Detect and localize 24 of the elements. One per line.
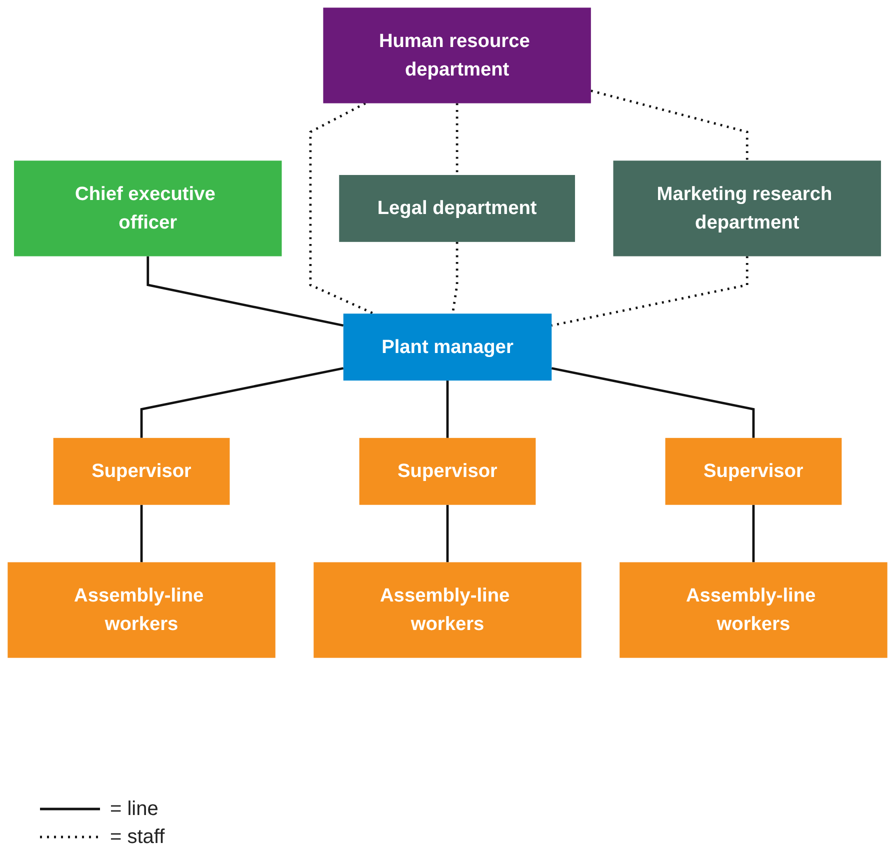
connector [140,367,344,438]
connector [551,367,755,438]
node-box: Marketing research department [613,160,881,256]
node-box: Legal department [339,174,575,242]
node-box: Human resource department [323,8,591,104]
node-box: Plant manager [343,314,552,381]
connector [752,504,755,562]
legend-text: = staff [110,826,165,848]
node-box: Supervisor [53,438,230,505]
node-box: Chief executive officer [14,160,282,256]
node-box: Assembly-line workers [620,562,888,658]
node-box: Supervisor [359,438,536,505]
connector [446,504,449,562]
connector [140,504,143,562]
connector [551,256,748,327]
node-box: Supervisor [665,438,842,505]
connector [309,102,374,315]
connector [590,90,748,161]
node-box: Assembly-line workers [8,562,276,658]
connector [446,380,449,438]
legend-text: = line [110,798,158,820]
node-box: Assembly-line workers [314,562,582,658]
connector [456,103,458,175]
connector [146,256,344,327]
